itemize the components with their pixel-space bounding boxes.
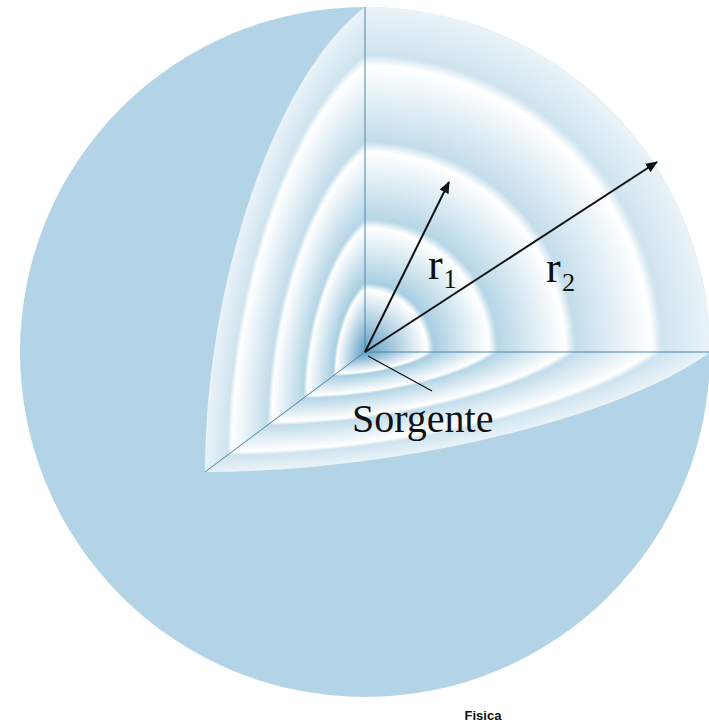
axis-line <box>205 352 365 472</box>
leader-line <box>368 356 432 391</box>
wave-front-face <box>365 7 709 352</box>
sphere <box>20 7 709 697</box>
radius-label: r₂ <box>546 246 576 290</box>
axis-line <box>365 7 366 352</box>
axis-line <box>365 352 709 353</box>
source-label: Sorgente <box>352 399 493 439</box>
caption: Fisica <box>465 709 502 722</box>
radius-arrow <box>365 162 657 352</box>
wave-front-face <box>205 352 709 472</box>
radius-label: r₁ <box>428 243 458 287</box>
